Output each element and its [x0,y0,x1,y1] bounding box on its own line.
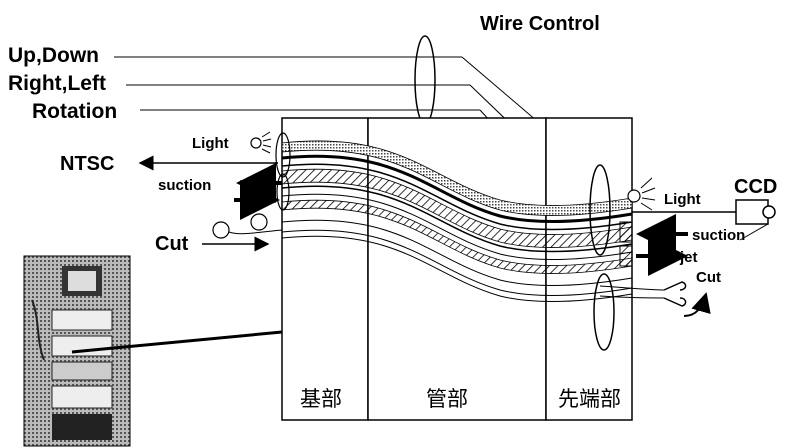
cut-handle-ring-right [250,213,268,231]
tip-ellipse-top [589,164,611,256]
right-light-rays [640,177,656,211]
ccd-label: CCD [734,176,777,198]
cut-motion-arrow [683,292,711,317]
left-light-label: Light [192,135,229,152]
right-jet-label: jet [679,249,698,266]
tip-channel-bottom [619,245,633,267]
forceps-icon [663,281,687,307]
wire-bundle-ellipse [414,35,436,125]
tip-channel-top [619,221,633,243]
ntsc-label: NTSC [60,153,114,175]
photo-pointer-line [71,330,283,354]
tip-ellipse-bottom [593,273,615,351]
left-light-icon [250,137,262,149]
left-suction-label: suction [158,177,211,194]
wire-label-rotation: Rotation [32,100,117,123]
cable-band [281,140,633,303]
right-cut-label: Cut [696,269,721,286]
forceps-wire-top [599,285,665,291]
cut-handle-ring-left [212,221,230,239]
section-label-tube: 管部 [426,387,468,411]
section-label-tip: 先端部 [558,387,621,411]
forceps-wire-bottom [599,295,665,299]
right-suction-label: suction [692,227,745,244]
left-light-rays [261,131,272,154]
section-label-base: 基部 [300,387,342,411]
base-ellipse-top [275,132,291,178]
ccd-cable-lower [739,223,769,241]
wire-label-updown: Up,Down [8,44,99,67]
left-cut-label: Cut [155,233,189,255]
ccd-lens [762,205,776,219]
section-base-box [281,117,369,421]
wire-label-rightleft: Right,Left [8,72,106,95]
right-light-label: Light [664,191,701,208]
diagram-title: Wire Control [480,13,600,35]
right-light-icon [627,189,641,203]
cut-handle-wire [228,229,283,235]
